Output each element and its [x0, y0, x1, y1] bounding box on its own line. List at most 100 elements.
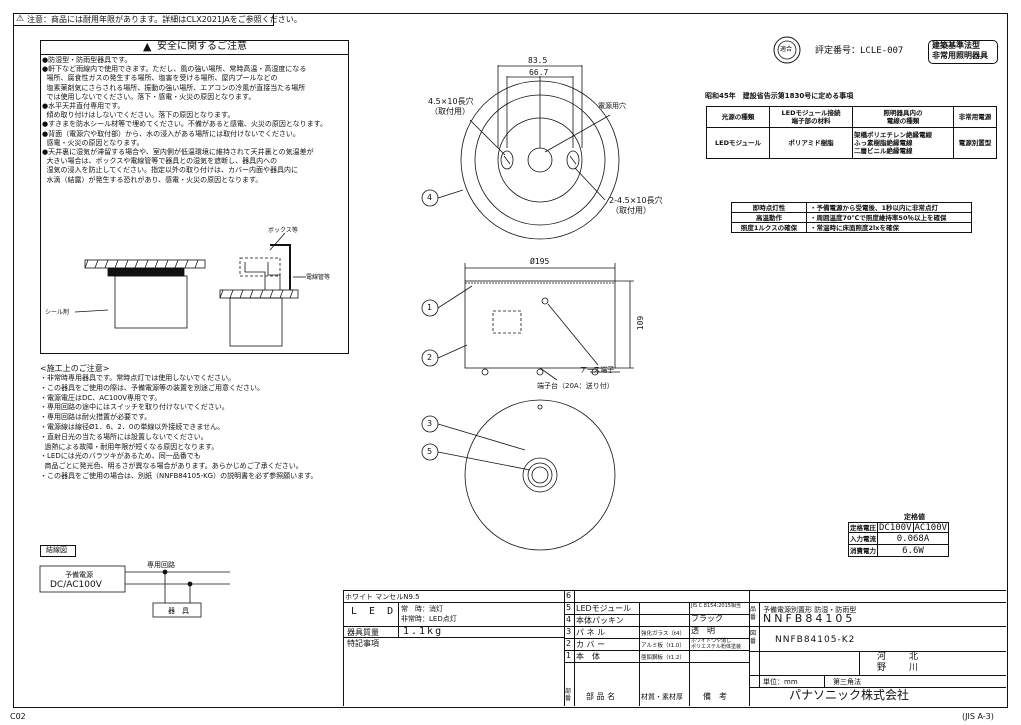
- part-material: アルミ板（t1.0）: [641, 643, 685, 649]
- performance-cell: ・周囲温度70℃で照度維持率50％以上を確保: [806, 212, 972, 223]
- install-note-line: ・電源線は線径Ø1．6、2．0の単線以外接続できません。: [40, 422, 225, 431]
- label-seal: シール剤: [45, 309, 70, 316]
- safety-line: ●すきまを防水シール材等で埋めてください。不備があると感電、火災の原因となります…: [42, 120, 327, 129]
- rule: [343, 602, 564, 603]
- product-number: NNFB84105: [763, 612, 856, 625]
- col-part-no: 部番: [565, 688, 572, 702]
- rating-cell: AC100V: [912, 522, 950, 533]
- part-name: LEDモジュール: [576, 604, 632, 613]
- install-note-line: ・直射日光の当たる場所には設置しないでください。: [40, 432, 208, 441]
- approver-2: 北 川: [909, 652, 919, 673]
- cert-std-2: 非常用照明器具: [932, 51, 988, 60]
- part-number: 4: [566, 615, 572, 624]
- led-emergency: 非常時：LED点灯: [401, 615, 457, 623]
- safety-line: ●水平天井直付専用です。: [42, 102, 125, 111]
- label-box: ボックス等: [268, 227, 298, 234]
- tb-left: [343, 590, 344, 706]
- install-note-line: ・専用回路は耐火措置が必要です。: [40, 413, 152, 422]
- rule: [564, 602, 749, 603]
- notice-banner: [13, 13, 274, 26]
- wiring-source-2: DC/AC100V: [50, 580, 102, 590]
- rule: [749, 651, 1006, 652]
- rule: [689, 602, 690, 706]
- part-number: 5: [566, 603, 572, 612]
- part-material: 亜鉛鋼板（t1.2）: [641, 655, 685, 661]
- rule: [824, 675, 825, 687]
- safety-warning-icon: ▲: [143, 40, 152, 53]
- rule: [749, 626, 1006, 627]
- rule: [639, 602, 640, 706]
- safety-line: ●防湿型・防雨型器具です。: [42, 56, 132, 64]
- part-number: 6: [566, 591, 572, 600]
- notice-header-cell: 非常用電源: [953, 106, 997, 128]
- wiring-fixture: 器 具: [168, 607, 189, 615]
- safety-title-rule: [40, 54, 348, 55]
- dim-diameter: Ø195: [530, 257, 550, 266]
- weight-label: 器具質量: [347, 628, 379, 637]
- safety-line: 水滴（結露）が発生する恐れがあり、感電・火災の原因となります。: [42, 175, 263, 184]
- part-note: 透 明: [691, 626, 715, 635]
- install-note-line: ・専用回路の途中にはスイッチを取り付けないでください。: [40, 403, 229, 412]
- product-name: 予備電源別置形 防湿・防雨型: [763, 606, 857, 614]
- install-note-line: ・この器具をご使用の場合は、別紙（NNFB84105-KG）の説明書を必ず参照願…: [40, 471, 318, 480]
- performance-cell: 即時点灯性: [731, 202, 807, 213]
- rating-cell: DC100V: [877, 522, 914, 533]
- notice-data-cell: ポリアミド樹脂: [769, 127, 853, 159]
- product-label: 品番: [750, 606, 757, 621]
- performance-cell: ・予備電源から受電後、1秒以内に非常点灯: [806, 202, 972, 213]
- led-label: L E D: [351, 606, 397, 617]
- rule: [749, 687, 1006, 688]
- safety-line: では使用しないでください。落下・感電・火災の原因となります。: [42, 92, 256, 101]
- install-note-line: ・電源電圧はDC、AC100V専用です。: [40, 393, 162, 402]
- rating-cell: 6.6W: [876, 544, 950, 557]
- rating-title: 定格値: [904, 513, 925, 521]
- rule: [343, 626, 564, 627]
- rule: [749, 602, 1006, 603]
- hole-label-1: 4.5×10長穴: [428, 97, 474, 106]
- rule: [343, 637, 564, 638]
- rule: [749, 590, 750, 706]
- cert-number: 評定番号：LCLE-007: [815, 46, 904, 56]
- drawing-label: 図番: [750, 630, 757, 645]
- part-number: 3: [566, 627, 572, 636]
- wiring-title: 結線図: [46, 546, 67, 554]
- part-note: ブラック: [691, 614, 723, 623]
- install-note-line: 過熱による故障・耐用年限が短くなる原因となります。: [40, 442, 219, 451]
- install-note-line: 商品ごとに発光色、明るさが異なる場合があります。あらかじめご了承ください。: [40, 462, 303, 471]
- projection-label: 第三角法: [833, 678, 861, 686]
- performance-row: 高温動作・周囲温度70℃で照度維持率50％以上を確保: [731, 212, 972, 223]
- label-conduit: 電線管等: [306, 274, 331, 281]
- approver-1: 河 野: [877, 652, 887, 673]
- part-name: パ ネ ル: [576, 628, 606, 637]
- notes-label: 特記事項: [347, 639, 379, 648]
- hole-label-2: （取付用）: [430, 107, 470, 116]
- terminal-label: 端子台（20A：送り付）: [537, 382, 614, 390]
- rule: [564, 626, 749, 627]
- dim-outer: 83.5: [528, 56, 548, 65]
- part-name: カ バ ー: [576, 640, 606, 649]
- notice-text: 注意：商品には耐用年限があります。詳細はCLX2021JAをご参照ください。: [27, 15, 302, 24]
- power-hole-label: 電源用穴: [598, 102, 626, 110]
- notice-header-cell: 照明器具内の 電線の種類: [852, 106, 954, 128]
- notice-data-cell: 架橋ポリエチレン絶縁電線 ふっ素樹脂絶縁電線 二層ビニル絶縁電線: [852, 127, 954, 159]
- marker-4: 4: [427, 193, 433, 202]
- drawing-frame: [13, 13, 1008, 708]
- rule: [749, 675, 1006, 676]
- safety-line: 大きい場合は、ボックスや電線管等で器具との湿気を遮断し、器具内への: [42, 157, 278, 166]
- safety-text: ●防湿型・防雨型器具です。●軒下など雨線内で使用できます。ただし、風の強い場所、…: [42, 56, 345, 185]
- hole2-label-2: （取付用）: [611, 206, 651, 215]
- cert-seal: 適合: [780, 46, 793, 53]
- safety-box: [40, 40, 349, 354]
- rule: [564, 590, 565, 706]
- part-material: 強化ガラス（t4）: [641, 631, 686, 637]
- install-notes-text: ・非常時専用器具です。常時点灯では使用しないでください。・この器具をご使用の際は…: [40, 374, 360, 482]
- cert-standard-box: [928, 40, 998, 64]
- safety-line: ●軒下など雨線内で使用できます。ただし、風の強い場所、常時高温・高湿度になる: [42, 65, 307, 74]
- col-note: 備 考: [703, 692, 727, 701]
